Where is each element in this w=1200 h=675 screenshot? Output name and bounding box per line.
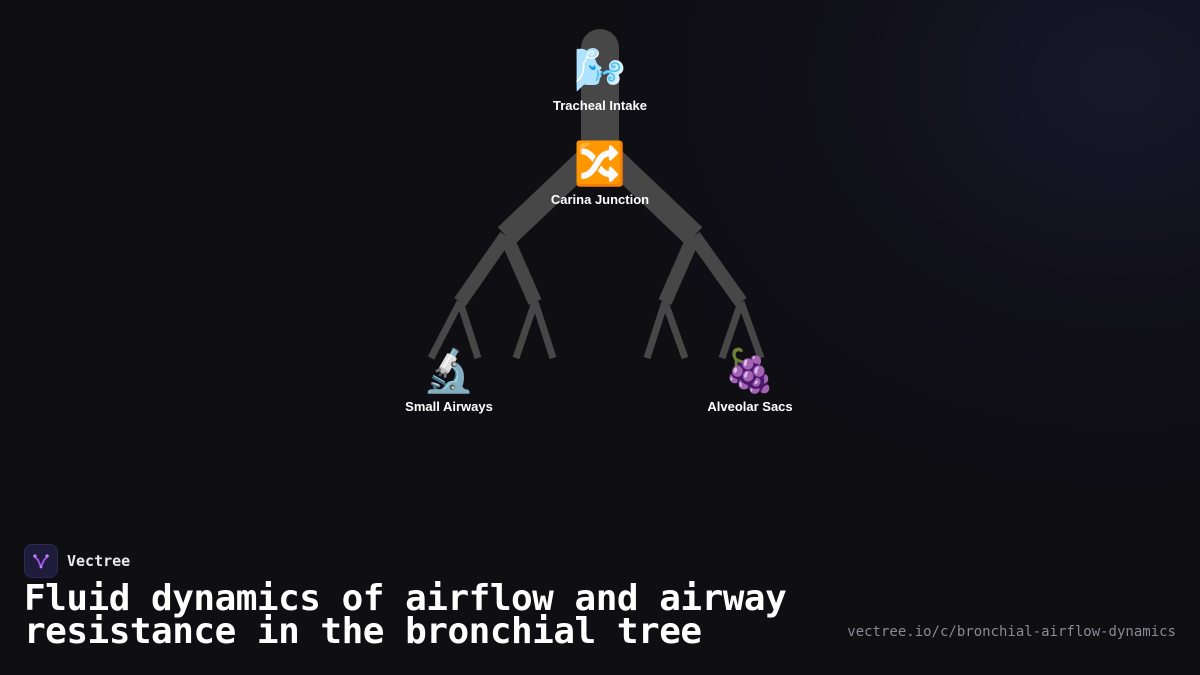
node-alveolar-sacs: 🍇 Alveolar Sacs (670, 346, 830, 415)
right-inner-lobar-bronchus (658, 233, 701, 305)
segmental-bronchus (661, 300, 689, 360)
vectree-logo-icon (24, 544, 58, 578)
microscope-icon: 🔬 (422, 346, 476, 395)
left-outer-lobar-bronchus (454, 231, 512, 307)
page-title: Fluid dynamics of airflow and airway res… (24, 578, 787, 652)
segmental-bronchus (512, 300, 539, 360)
dashing-away-icon: 🌬️ (573, 45, 627, 94)
page-url: vectree.io/c/bronchial-airflow-dynamics (847, 624, 1176, 640)
brand-name: Vectree (67, 552, 131, 570)
node-label: Carina Junction (550, 192, 650, 207)
grapes-icon: 🍇 (723, 346, 777, 395)
node-label: Alveolar Sacs (707, 399, 793, 414)
twisted-arrows-icon: 🔀 (573, 139, 627, 188)
right-main-bronchus (605, 151, 703, 245)
right-outer-lobar-bronchus (688, 231, 747, 307)
segmental-bronchus (643, 300, 669, 360)
node-tracheal-intake: 🌬️ Tracheal Intake (520, 45, 680, 114)
brand: Vectree (24, 544, 130, 578)
node-carina-junction: 🔀 Carina Junction (520, 139, 680, 208)
segmental-bronchus (737, 300, 765, 360)
segmental-bronchus (531, 300, 557, 360)
node-small-airways: 🔬 Small Airways (369, 346, 529, 415)
node-label: Tracheal Intake (553, 98, 647, 113)
left-inner-lobar-bronchus (499, 233, 542, 305)
segmental-bronchus (427, 300, 464, 360)
segmental-bronchus (718, 300, 745, 360)
node-label: Small Airways (405, 399, 493, 414)
left-main-bronchus (497, 151, 595, 245)
segmental-bronchus (456, 300, 482, 360)
